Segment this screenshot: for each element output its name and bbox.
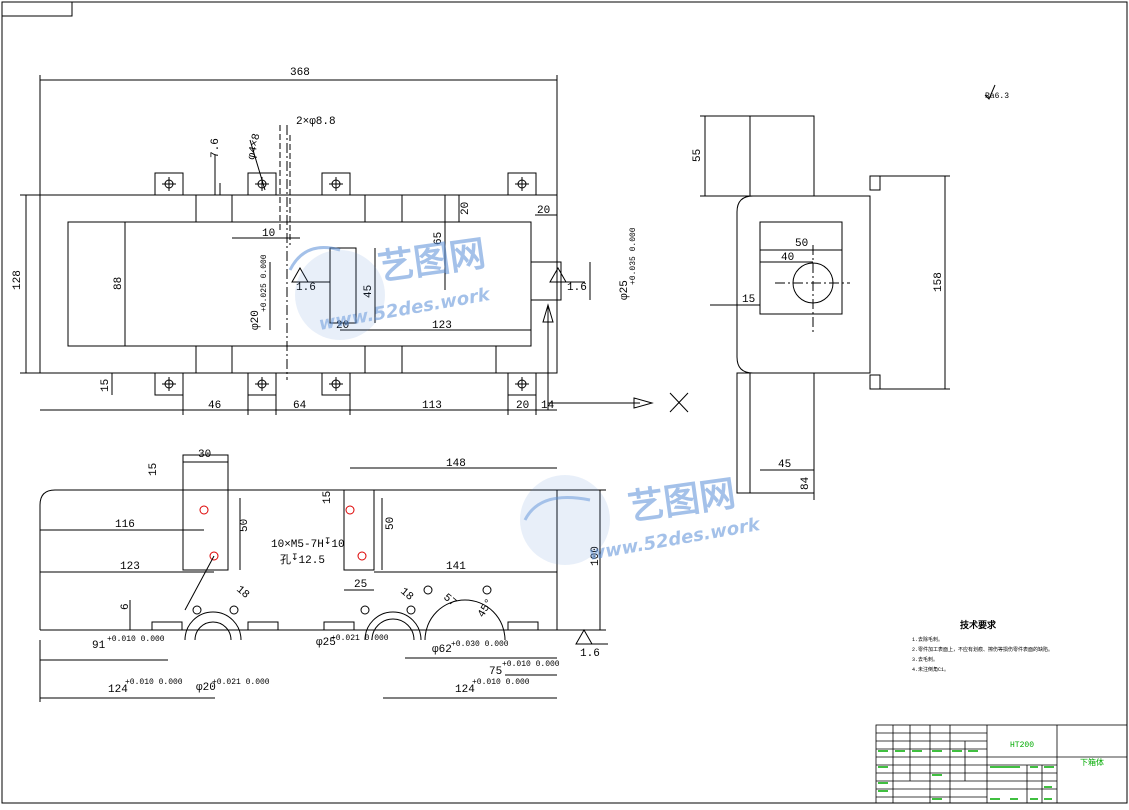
dim-45-side: 45: [778, 459, 791, 471]
dim-88: 88: [113, 277, 125, 290]
bottom-view-labels: 30 15 116 50 123 148 15 50 100 141 25 18…: [92, 449, 602, 696]
dim-148: 148: [446, 458, 466, 470]
dim-20b: 20: [460, 202, 472, 215]
roughness-symbol: Ra6.3: [985, 92, 1009, 101]
dim-50: 50: [795, 238, 808, 250]
dim-phi20-bottom-tol: +0.021 0.000: [212, 678, 270, 687]
roughness-1: 1.6: [296, 282, 316, 294]
title-material: HT200: [1010, 741, 1034, 750]
top-view-labels: 368 128 88 15 46 64 113 20 14 20 20 65 4…: [12, 67, 673, 412]
dim-141: 141: [446, 561, 466, 573]
side-view-labels: 55 158 50 40 15 45 84 Ra6.3: [692, 92, 1009, 490]
tech-req-item-1: 1.去除毛刺。: [912, 636, 943, 643]
dim-124a-tol: +0.010 0.000: [125, 678, 183, 687]
dim-40: 40: [781, 252, 794, 264]
tech-req-item-4: 4.未注倒角C1。: [912, 666, 949, 673]
dim-18a: 18: [233, 584, 251, 602]
dim-15b-bottom: 15: [322, 491, 334, 504]
roughness-bottom: 1.6: [580, 648, 600, 660]
dim-20c: 20: [537, 205, 550, 217]
dim-thread: φ4×8: [246, 133, 263, 161]
watermark-2: 艺图网 www.52des.work: [520, 473, 762, 565]
dim-phi25-bottom: φ25: [316, 637, 336, 649]
dim-20d: 20: [336, 320, 349, 332]
dim-phi25: φ25: [619, 280, 631, 300]
dim-14: 14: [541, 400, 555, 412]
dim-75: 75: [489, 666, 502, 678]
side-view: [700, 84, 996, 500]
dim-18b: 18: [397, 586, 415, 604]
dim-phi62: φ62: [432, 644, 452, 656]
dim-2x-hole: 2×φ8.8: [296, 116, 336, 128]
dim-15-side: 15: [742, 294, 755, 306]
dim-45: 45: [363, 285, 375, 298]
dim-116: 116: [115, 519, 135, 531]
dim-6: 6: [120, 603, 132, 610]
dim-158: 158: [933, 272, 945, 292]
dim-91-tol: +0.010 0.000: [107, 635, 165, 644]
top-view: [20, 75, 689, 415]
watermark-1: 艺图网 www.52des.work: [288, 233, 492, 340]
dim-7-6: 7.6: [210, 138, 222, 158]
note-kong: 孔↧12.5: [280, 553, 325, 567]
dim-50b-bottom: 50: [385, 517, 397, 530]
dim-65: 65: [433, 232, 445, 245]
dim-100: 100: [590, 546, 602, 566]
watermark-brand-1: 艺图网: [376, 233, 489, 289]
dim-75-tol: +0.010 0.000: [502, 660, 560, 669]
tech-req-item-2: 2.零件加工表面上，不应有划痕、擦伤等损伤零件表面的缺陷。: [912, 646, 1053, 653]
dim-phi20-tol: +0.025 0.000: [260, 254, 269, 312]
dim-phi25-bottom-tol: +0.021 0.000: [331, 634, 389, 643]
dim-123-bottom: 123: [120, 561, 140, 573]
dim-10: 10: [262, 228, 275, 240]
dim-64: 64: [293, 400, 307, 412]
dim-phi25-tol: +0.035 0.000: [629, 227, 638, 285]
dim-15a-bottom: 15: [148, 463, 160, 476]
dim-phi20-bottom: φ20: [196, 682, 216, 694]
tech-requirements: 技术要求 1.去除毛刺。 2.零件加工表面上，不应有划痕、擦伤等损伤零件表面的缺…: [912, 619, 1053, 673]
dim-113: 113: [422, 400, 442, 412]
dim-phi62-tol: +0.030 0.000: [451, 640, 509, 649]
roughness-2: 1.6: [567, 282, 587, 294]
tech-req-title: 技术要求: [960, 619, 997, 631]
dim-15: 15: [100, 379, 112, 392]
dim-30-bottom: 30: [198, 449, 211, 461]
dim-55: 55: [692, 149, 704, 162]
dim-124b-tol: +0.010 0.000: [472, 678, 530, 687]
dim-46: 46: [208, 400, 221, 412]
dim-45deg: 45°: [476, 597, 496, 620]
tech-req-item-3: 3.去毛刺。: [912, 656, 938, 663]
title-block: [875, 724, 1128, 804]
bottom-view: [39, 454, 608, 702]
dim-124a: 124: [108, 684, 128, 696]
note-holes: 10×M5-7H↧10: [271, 537, 345, 551]
axis-x-label: X: [672, 409, 673, 411]
dim-phi20: φ20: [250, 310, 262, 330]
dim-91: 91: [92, 640, 106, 652]
dim-123: 123: [432, 320, 452, 332]
dim-368: 368: [290, 67, 310, 79]
dim-25: 25: [354, 579, 367, 591]
title-part-name: 下箱体: [1080, 757, 1104, 768]
dim-50a-bottom: 50: [239, 519, 251, 532]
dim-84: 84: [800, 476, 812, 490]
dim-20a: 20: [516, 400, 529, 412]
dim-124b: 124: [455, 684, 475, 696]
dim-128: 128: [12, 270, 24, 290]
